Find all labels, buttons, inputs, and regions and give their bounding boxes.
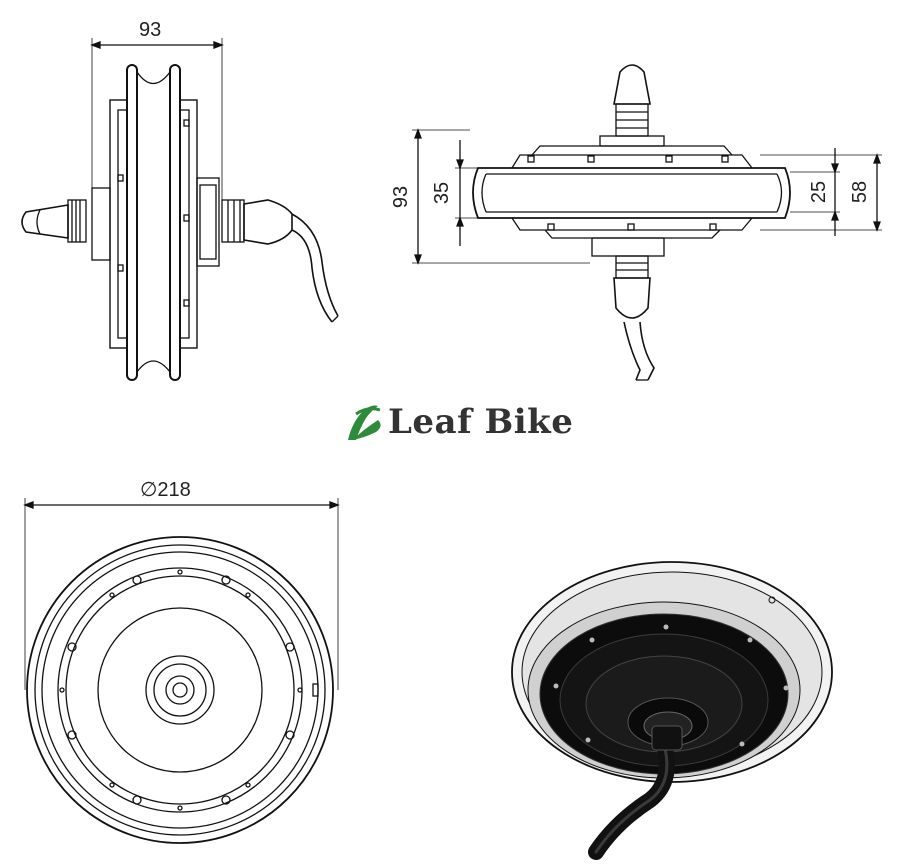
leaf-b-logo-icon [348,405,381,440]
dim-diameter: ∅218 [140,479,191,501]
dim-side-width: 93 [139,19,161,41]
side-view [21,38,339,381]
dim-front-rim-right: 25 [808,181,830,203]
motor-3d-render [511,561,833,860]
front-view [412,64,882,381]
dim-front-rim-inner: 35 [431,182,453,204]
face-view [23,498,340,844]
dim-front-overall: 93 [390,186,412,208]
brand-logo: Leaf Bike [342,400,573,444]
brand-name: Leaf Bike [388,402,574,442]
dim-front-overall-right: 58 [849,181,871,203]
